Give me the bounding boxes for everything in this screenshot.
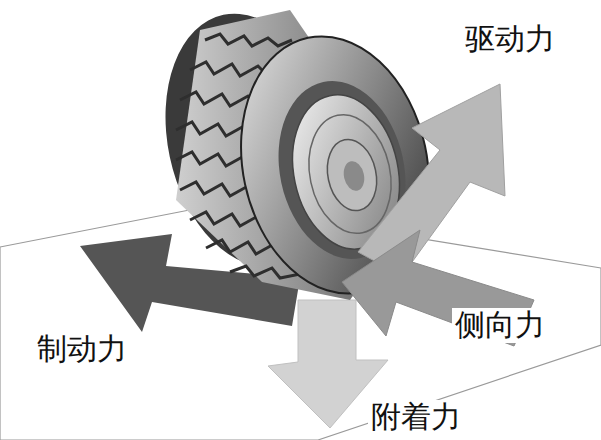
driving-arrow [358, 84, 505, 276]
force-label: 制动力 [34, 332, 130, 367]
force-label: 附着力 [368, 400, 464, 435]
force-label: 驱动力 [462, 22, 558, 57]
force-label: 侧向力 [452, 308, 548, 343]
